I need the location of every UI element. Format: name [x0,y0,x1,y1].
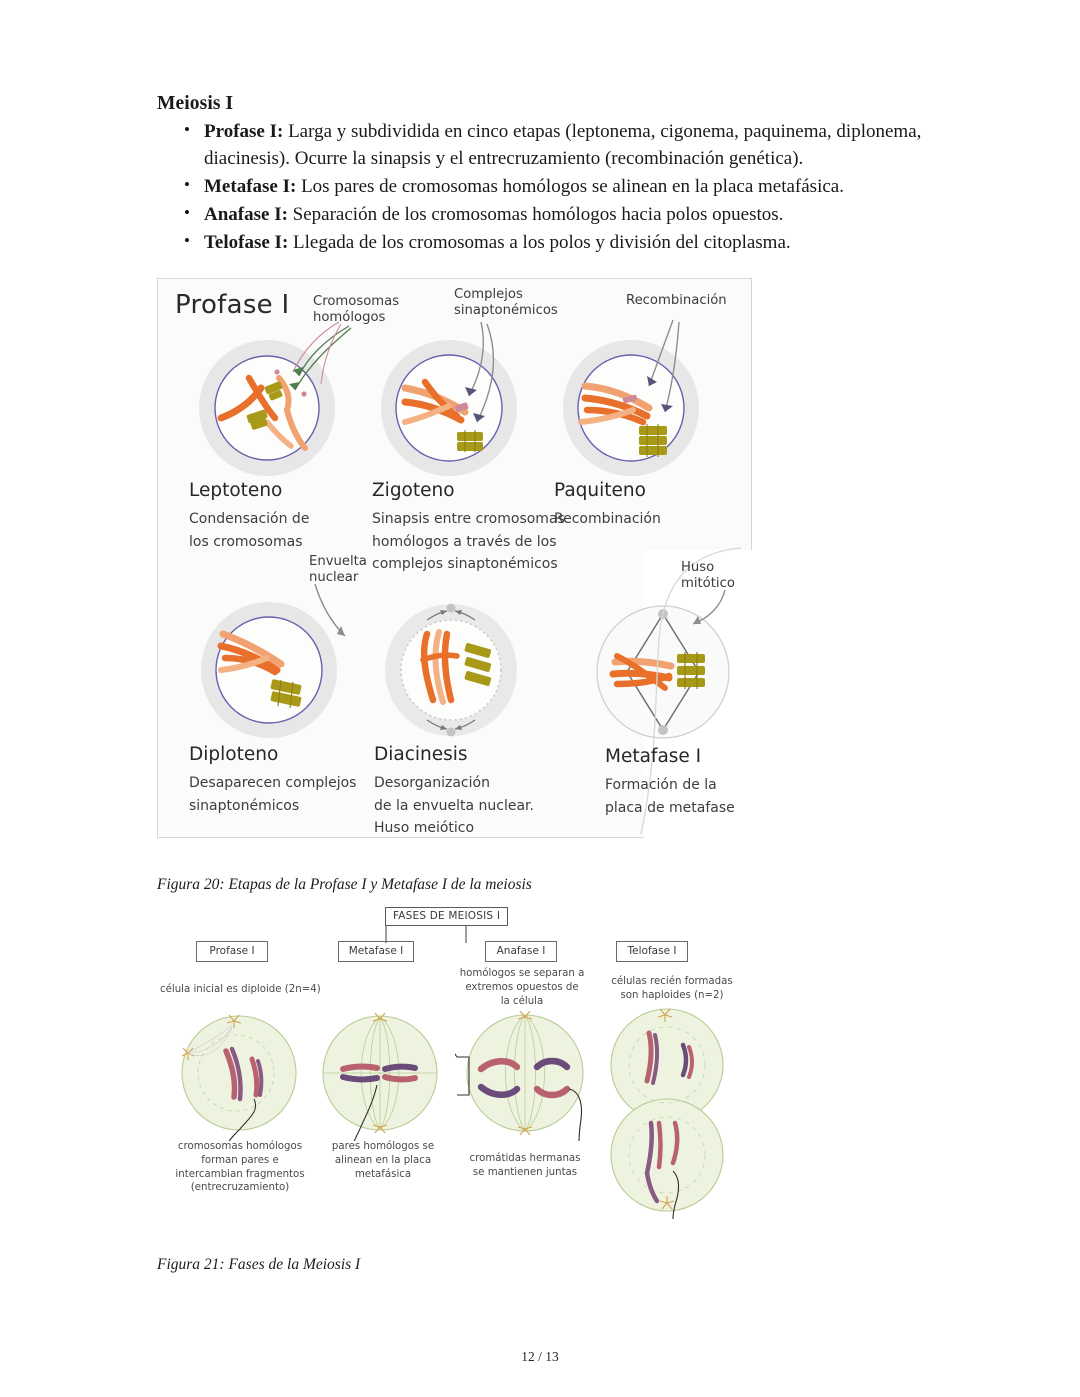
text-content: Meiosis I Profase I: Larga y subdividida… [157,92,947,258]
list-item: Anafase I: Separación de los cromosomas … [157,201,947,229]
cell-metafase-i [596,605,730,739]
figure-21-fases-meiosis: FASES DE MEIOSIS I Profase I Metafase I … [160,903,780,1228]
cell-leptoteno [199,340,335,476]
stage-desc-metafase-i: Formación de la placa de metafase [605,777,735,816]
phase-box-anafase-i: Anafase I [485,941,557,962]
figure-20-profase-diagram: Profase I Cromosomas homólogos Complejos… [157,278,757,840]
stage-name-zigoteno: Zigoteno [372,480,455,501]
callout-complejos-sinaptonemicos: Complejos sinaptonémicos [454,287,558,319]
stage-desc-diploteno: Desaparecen complejos sinaptonémicos [189,775,357,814]
bullet-label: Profase I: [204,121,284,143]
cell-diacinesis [385,603,517,737]
callout-recombinacion: Recombinación [626,293,727,308]
stage-name-diacinesis: Diacinesis [374,744,468,765]
note-telofase-top: células recién formadas son haploides (n… [611,976,733,1001]
list-item: Profase I: Larga y subdividida en cinco … [157,118,947,173]
stage-name-paquiteno: Paquiteno [554,480,646,501]
callout-envuelta-nuclear: Envuelta nuclear [309,554,367,586]
cell-paquiteno [563,340,699,476]
figure-21-caption: Figura 21: Fases de la Meiosis I [157,1256,361,1273]
metafase-panel-outline [640,547,742,835]
note-anafase-top: homólogos se separan a extremos opuestos… [459,968,585,1007]
phase-box-telofase-i: Telofase I [616,941,688,962]
phase-box-metafase-i: Metafase I [338,941,414,962]
note-anafase-bottom: cromátidas hermanas se mantienen juntas [469,1153,581,1178]
arrow-recombinacion [647,319,680,413]
stage-name-leptoteno: Leptoteno [189,480,283,501]
meiosis-phase-list: Profase I: Larga y subdividida en cinco … [157,118,947,257]
cell-f21-anafase-i [455,1011,584,1141]
arrow-huso-mitotico [692,589,726,625]
stage-desc-paquiteno: Recombinación [554,511,661,527]
bullet-label: Anafase I: [204,204,288,226]
bullet-text: Los pares de cromosomas homólogos se ali… [296,176,844,198]
cell-zigoteno [381,340,517,476]
list-item: Telofase I: Llegada de los cromosomas a … [157,229,947,257]
callout-huso-mitotico: Huso mitótico [681,560,735,592]
bullet-text: Larga y subdividida en cinco etapas (lep… [204,121,922,170]
note-profase-bottom: cromosomas homólogos forman pares e inte… [175,1141,305,1194]
list-item: Metafase I: Los pares de cromosomas homó… [157,173,947,201]
stage-desc-leptoteno: Condensación de los cromosomas [189,511,310,550]
figure-20-title: Profase I [175,290,290,320]
page-title: Meiosis I [157,93,234,114]
cell-f21-profase-i [181,1014,297,1141]
phase-box-profase-i: Profase I [196,941,268,962]
figure-21-title-box: FASES DE MEIOSIS I [385,907,509,926]
bullet-text: Separación de los cromosomas homólogos h… [287,204,784,226]
page-number: 12 / 13 [521,1349,559,1364]
bullet-label: Telofase I: [204,232,289,254]
bullet-text: Llegada de los cromosomas a los polos y … [288,232,791,254]
arrow-envuelta-nuclear [314,583,346,637]
callout-cromosomas-homologos: Cromosomas homólogos [313,294,400,326]
note-profase-top: célula inicial es diploide (2n=4) [160,984,321,995]
stage-name-diploteno: Diploteno [189,744,279,765]
arrow-cromosomas-homologos [289,321,352,391]
stage-desc-zigoteno: Sinapsis entre cromosomas homólogos a tr… [372,511,565,573]
stage-name-metafase-i: Metafase I [605,746,702,767]
stage-desc-diacinesis: Desorganización de la envuelta nuclear. … [374,775,534,837]
title-connector [385,925,467,943]
figure-20-caption: Figura 20: Etapas de la Profase I y Meta… [157,876,532,893]
arrow-complejos-sinaptonemicos [465,321,495,423]
cell-f21-telofase-i [610,1008,724,1219]
bullet-label: Metafase I: [204,176,297,198]
cell-diploteno [201,602,337,738]
cell-f21-metafase-i [322,1012,438,1141]
note-metafase-bottom: pares homólogos se alinean en la placa m… [331,1141,435,1180]
